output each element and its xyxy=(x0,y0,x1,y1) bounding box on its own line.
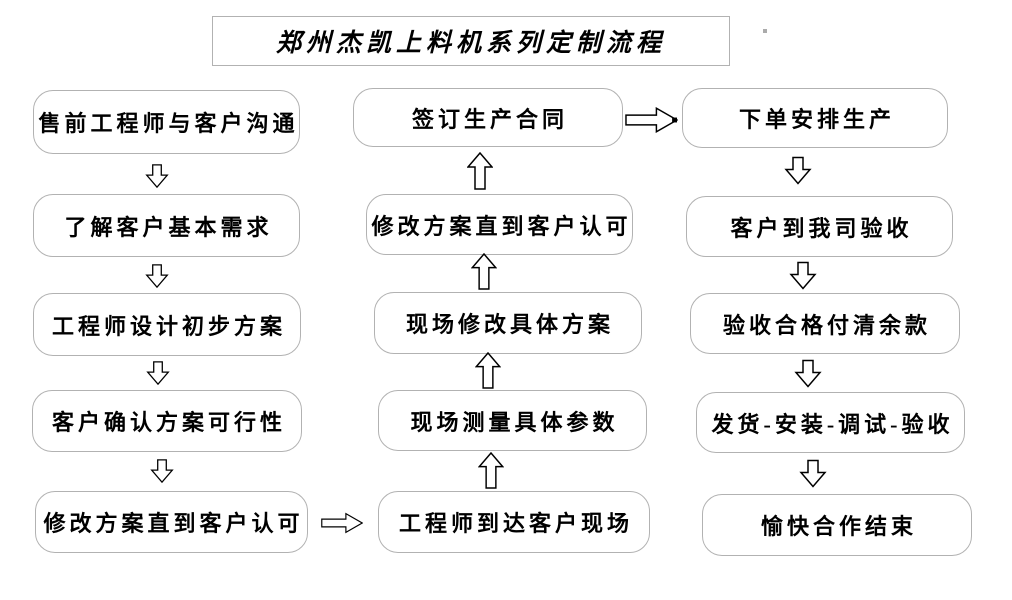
arrow-up-icon xyxy=(478,452,504,489)
node-revise-until-approved-onsite: 修改方案直到客户认可 xyxy=(366,194,633,255)
arrow-down-icon xyxy=(150,459,174,484)
arrow-up-icon xyxy=(475,352,501,389)
node-sign-contract: 签订生产合同 xyxy=(353,88,623,147)
node-design-draft-plan: 工程师设计初步方案 xyxy=(33,293,301,356)
node-ship-install-debug-accept: 发货-安装-调试-验收 xyxy=(696,392,965,453)
node-onsite-revise-plan: 现场修改具体方案 xyxy=(374,292,642,354)
arrow-down-icon xyxy=(784,156,812,185)
flowchart-title: 郑州杰凯上料机系列定制流程 xyxy=(212,16,730,66)
node-pay-balance: 验收合格付清余款 xyxy=(690,293,960,354)
node-understand-needs: 了解客户基本需求 xyxy=(33,194,300,257)
arrow-down-icon xyxy=(794,359,822,388)
arrow-down-icon xyxy=(799,459,827,488)
node-onsite-measure-params: 现场测量具体参数 xyxy=(378,390,647,451)
node-place-order: 下单安排生产 xyxy=(682,88,948,148)
node-presales-communication: 售前工程师与客户沟通 xyxy=(33,90,300,154)
arrow-down-icon xyxy=(789,261,817,290)
arrow-down-icon xyxy=(145,164,169,189)
arrow-up-icon xyxy=(471,253,497,290)
arrow-right-icon xyxy=(625,107,678,133)
node-cooperation-end: 愉快合作结束 xyxy=(702,494,972,556)
arrow-up-icon xyxy=(467,152,493,190)
node-engineer-arrive-site: 工程师到达客户现场 xyxy=(378,491,650,553)
node-customer-acceptance: 客户到我司验收 xyxy=(686,196,953,257)
arrow-right-icon xyxy=(321,512,363,534)
arrow-down-icon xyxy=(145,264,169,289)
arrow-down-icon xyxy=(146,361,170,386)
node-revise-until-approved: 修改方案直到客户认可 xyxy=(35,491,308,553)
artifact-dot xyxy=(763,29,767,33)
node-confirm-feasibility: 客户确认方案可行性 xyxy=(32,390,302,452)
